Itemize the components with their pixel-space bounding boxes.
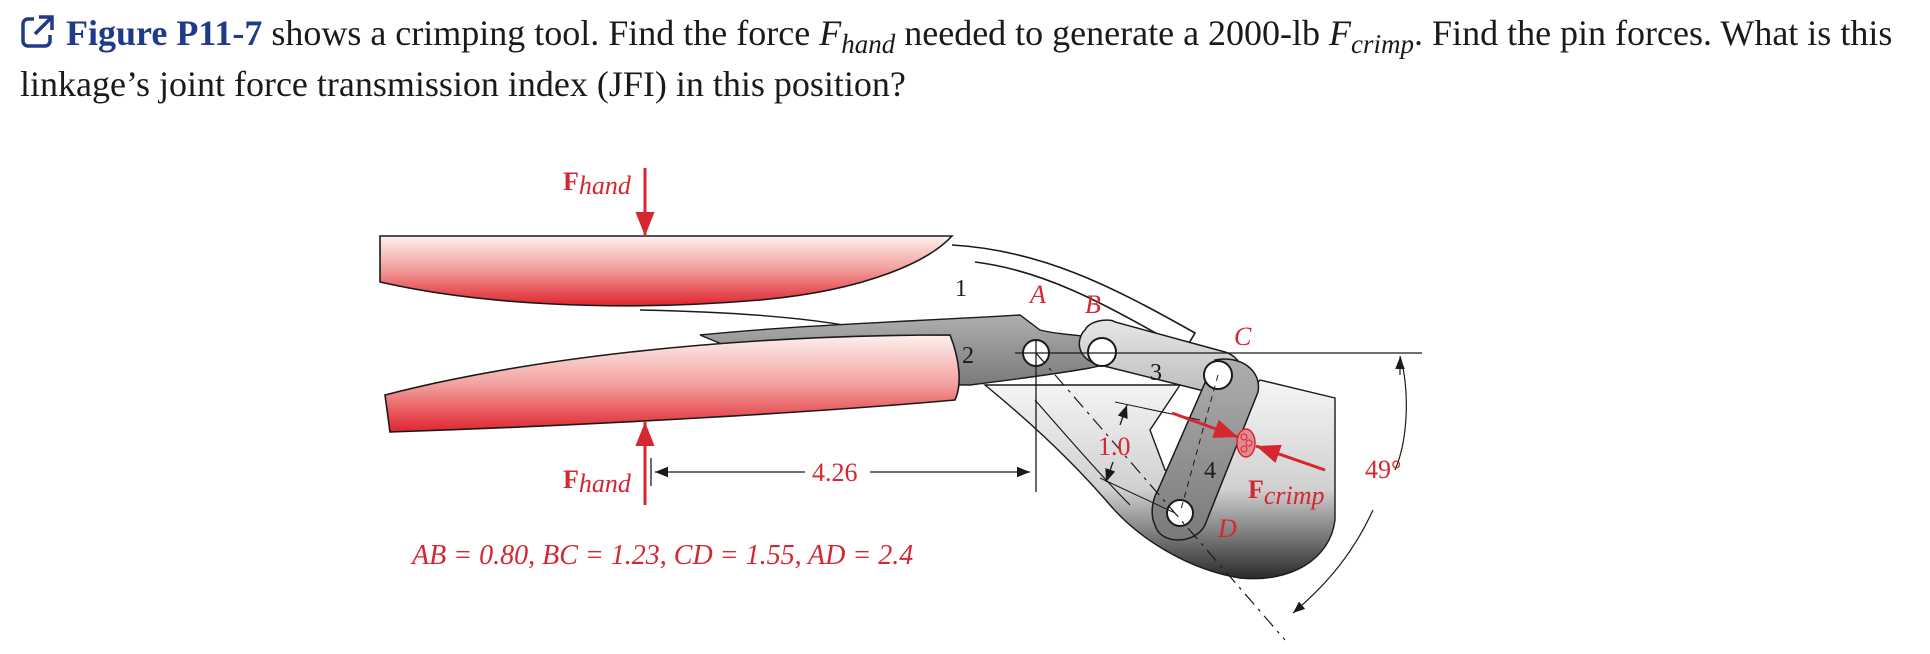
problem-text-2: needed to generate a 2000-lb xyxy=(895,13,1330,53)
pin-a-label: A xyxy=(1028,280,1046,309)
problem-text-1: shows a crimping tool. Find the force xyxy=(262,13,820,53)
lower-jaw xyxy=(983,379,1336,580)
crimp-subscript: crimp xyxy=(1351,29,1415,59)
f-symbol-2: F xyxy=(1329,13,1352,53)
pin-d-label: D xyxy=(1217,514,1237,543)
fcrimp-right-arrow xyxy=(1255,444,1326,472)
crimp-wire-strand xyxy=(1240,433,1248,441)
dim-426-label: 4.26 xyxy=(812,458,858,487)
angle-arc-lower xyxy=(1292,509,1374,614)
crimp-wire-strand xyxy=(1245,439,1253,447)
frame-outline xyxy=(951,244,1197,352)
problem-text-3: . Find the pin forces. What is this link… xyxy=(20,13,1893,104)
f-symbol: F xyxy=(819,13,842,53)
dim-offset-label: 1.0 xyxy=(1098,432,1131,461)
fhand-bottom-label: Fhand xyxy=(563,465,632,498)
offset-arrow-down xyxy=(1105,461,1116,483)
link-3-label: 3 xyxy=(1150,360,1162,386)
link-4 xyxy=(1151,358,1260,541)
link-2-label: 2 xyxy=(962,343,974,369)
link-1-label: 1 xyxy=(955,276,967,302)
link-lengths-label: AB = 0.80, BC = 1.23, CD = 1.55, AD = 2.… xyxy=(410,540,913,571)
external-link-icon[interactable] xyxy=(20,12,56,48)
top-handle xyxy=(379,235,954,307)
crimp-wire-strand xyxy=(1240,445,1248,453)
fcrimp-left-arrow xyxy=(1171,411,1239,439)
offset-arrow-up xyxy=(1117,404,1128,426)
link-4-label: 4 xyxy=(1204,458,1216,484)
line-a-d xyxy=(1035,352,1286,641)
angle-arc-upper xyxy=(1394,355,1407,471)
offset-ext-2 xyxy=(1099,477,1176,514)
hand-subscript: hand xyxy=(841,29,896,59)
figure-reference-link[interactable]: Figure P11-7 xyxy=(66,13,263,53)
pin-b xyxy=(1087,337,1117,367)
line-c-d xyxy=(1179,374,1219,514)
fcrimp-label: Fcrimp xyxy=(1248,475,1325,510)
fhand-top-label: Fhand xyxy=(563,167,632,200)
problem-statement: Figure P11-7 shows a crimping tool. Find… xyxy=(20,8,1920,110)
pin-b-label: B xyxy=(1085,290,1101,319)
bottom-handle xyxy=(384,334,960,433)
pin-c-label: C xyxy=(1234,322,1252,351)
angle-label: 49° xyxy=(1365,455,1401,484)
lower-jaw-inner xyxy=(1034,399,1131,506)
